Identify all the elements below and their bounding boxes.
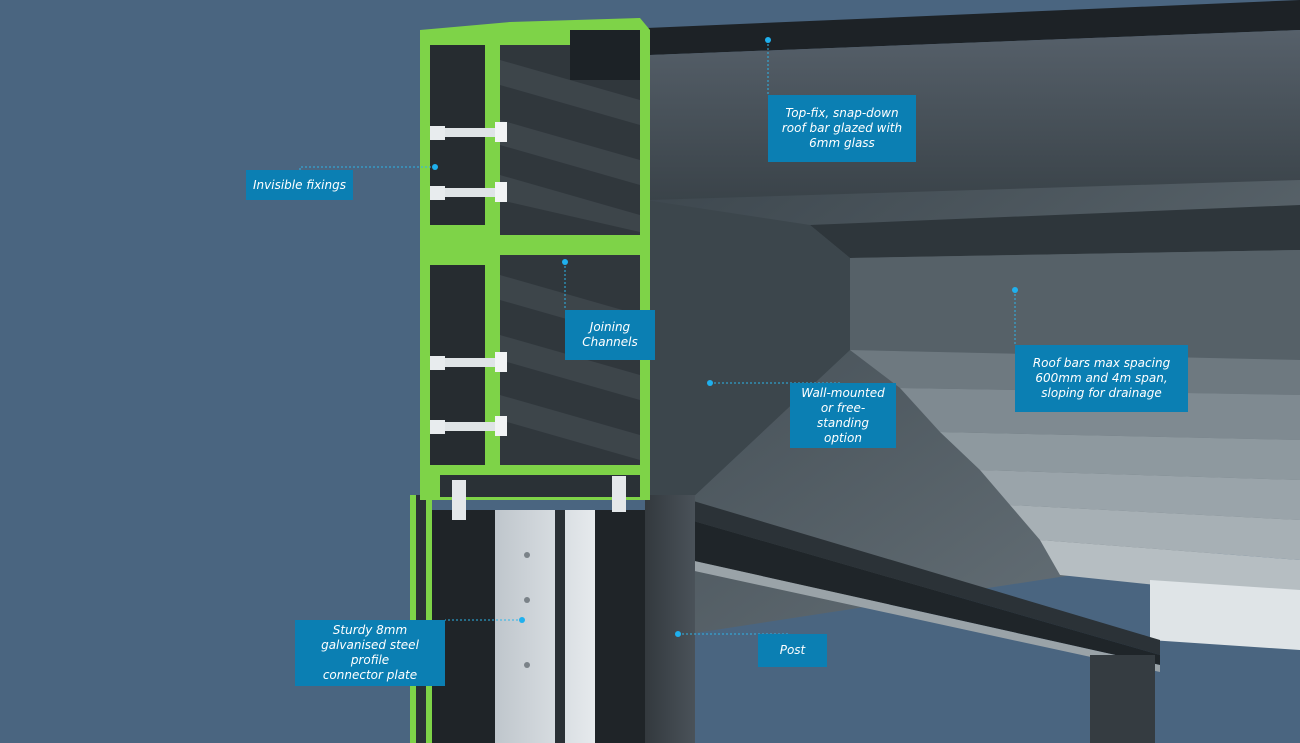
label-post: Post [758,634,827,667]
label-joining-channels: Joining Channels [565,310,655,360]
top-beam [600,0,1300,200]
label-invisible-fixings: Invisible fixings [246,170,353,200]
right-post [1090,655,1155,743]
front-column-face [645,200,850,743]
label-connector-plate: Sturdy 8mm galvanised steel profile conn… [295,620,445,686]
fixing-bolts [430,122,626,520]
connector-plate [410,495,645,743]
label-roof-bars: Roof bars max spacing 600mm and 4m span,… [1015,345,1188,412]
label-top-fix: Top-fix, snap-down roof bar glazed with … [768,95,916,162]
side-beam [690,500,1160,672]
main-post [645,495,695,743]
label-wall-mounted: Wall-mounted or free-standing option [790,383,896,448]
